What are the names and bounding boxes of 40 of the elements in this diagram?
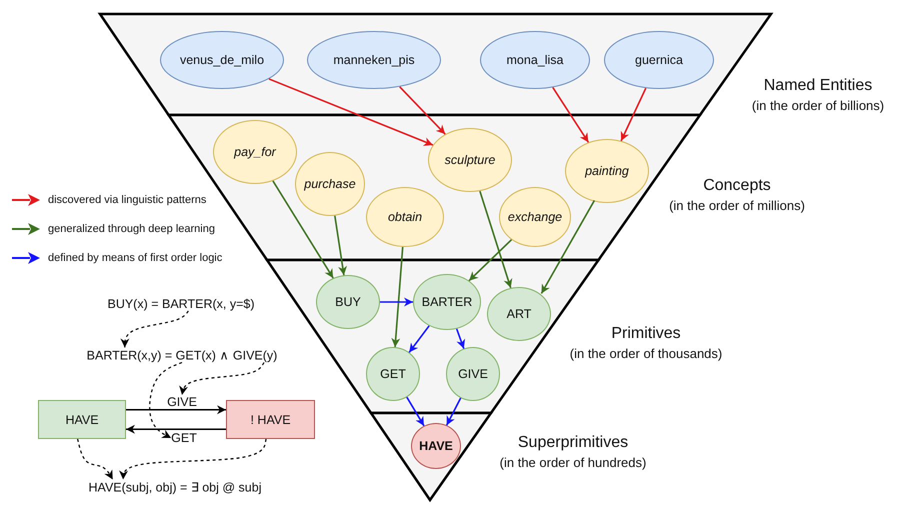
dashed-arrow <box>179 362 265 396</box>
formula-text: HAVE(subj, obj) = ∃ obj @ subj <box>88 480 262 494</box>
band-subtitle: (in the order of billions) <box>752 98 884 113</box>
legend-text: generalized through deep learning <box>48 223 215 235</box>
arrow <box>456 328 465 349</box>
formula-text: BARTER(x,y) = GET(x) ∧ GIVE(y) <box>86 348 278 362</box>
formula-text: BUY(x) = BARTER(x, y=$) <box>107 297 255 311</box>
arrow <box>446 398 462 426</box>
legend-text: defined by means of first order logic <box>48 252 222 264</box>
dashed-arrow <box>149 362 182 439</box>
arrow <box>380 298 413 306</box>
arrow <box>399 86 446 135</box>
arrow <box>540 200 596 294</box>
arrow <box>334 216 347 276</box>
arrow <box>391 246 404 348</box>
arrow-label: GIVE <box>167 395 197 409</box>
dashed-arrow <box>119 438 267 480</box>
arrow <box>468 239 512 282</box>
band-subtitle: (in the order of thousands) <box>570 346 722 361</box>
arrow <box>552 87 590 143</box>
state-box: HAVE <box>38 400 126 439</box>
legend-text: discovered via linguistic patterns <box>48 194 206 206</box>
arrow <box>406 396 425 426</box>
band-title: Named Entities <box>762 77 874 95</box>
arrow <box>268 78 434 146</box>
band-title: Primitives <box>610 325 682 343</box>
arrow <box>126 405 226 414</box>
band-title: Superprimitives <box>516 434 630 452</box>
dashed-arrow <box>120 310 189 348</box>
band-subtitle: (in the order of hundreds) <box>500 455 646 470</box>
arrow <box>479 190 512 288</box>
band-subtitle: (in the order of millions) <box>669 198 805 213</box>
arrow <box>620 88 647 142</box>
arrow-label: GET <box>171 431 197 445</box>
arrow <box>272 180 334 278</box>
arrow <box>126 424 226 434</box>
dashed-arrow <box>77 438 114 480</box>
state-box: ! HAVE <box>226 400 315 439</box>
arrow <box>408 325 430 353</box>
band-title: Concepts <box>702 177 772 195</box>
